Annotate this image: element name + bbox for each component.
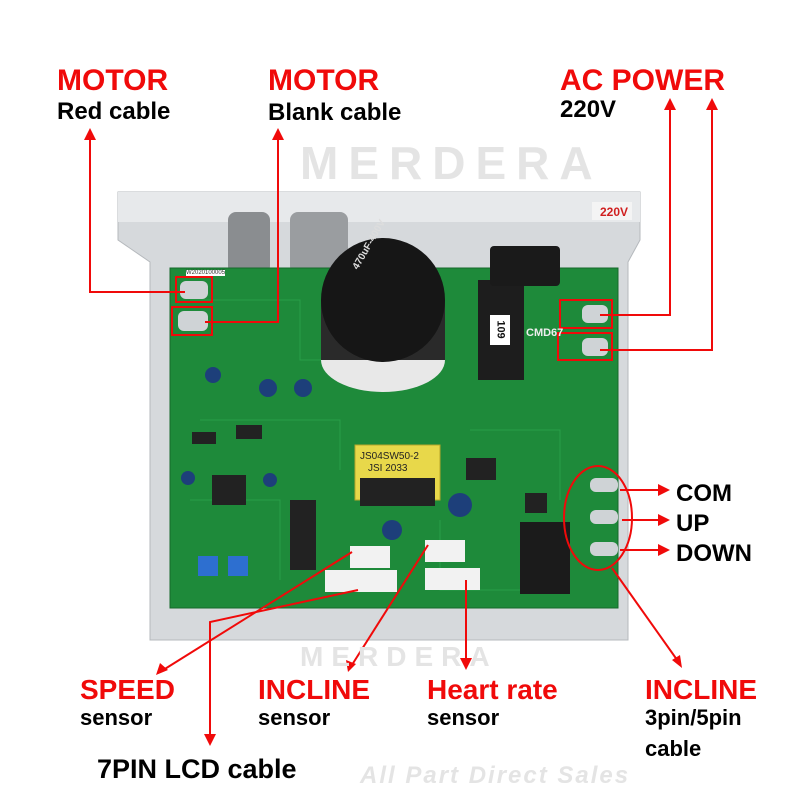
ac-leader-1 [600, 102, 671, 316]
heart-rate-title: Heart rate [427, 674, 558, 705]
incline-terminals-circle [563, 465, 633, 571]
watermark-tagline: All Part Direct Sales [360, 762, 631, 789]
annotation-lines [89, 102, 713, 742]
motor-blank-leader [205, 132, 279, 323]
motor-blank-title: MOTOR [268, 64, 380, 97]
lcd-leader [209, 589, 359, 742]
motor-red-terminal-box [175, 276, 213, 303]
lcd-connector [325, 570, 397, 592]
ac-leader-2 [600, 102, 713, 351]
incline-cable-sub: 3pin/5pin [645, 705, 742, 730]
heart-rate-sub: sensor [427, 705, 500, 730]
trimmer [198, 556, 218, 576]
incline-sensor-leader [349, 544, 429, 669]
motor-lead [290, 212, 348, 274]
heart-rate-connector [425, 568, 480, 590]
incline-sensor-title: INCLINE [258, 674, 370, 705]
incline-cable-title: INCLINE [645, 674, 757, 705]
incline-sensor-connector [425, 540, 465, 562]
motor-blank-sub: Blank cable [268, 99, 402, 126]
watermark-brand-top: MERDERA [300, 137, 603, 189]
ac-power-sub: 220V [560, 96, 617, 123]
speed-sub: sensor [80, 705, 153, 730]
incline-relay [520, 522, 570, 594]
part-code: CMD67 [526, 327, 564, 339]
main-capacitor [321, 238, 445, 362]
motor-red-sub: Red cable [57, 98, 171, 125]
watermark-brand-bottom: MERDERA [300, 641, 498, 672]
ac-acl-box [557, 332, 613, 361]
incline-cable-leader [611, 567, 681, 665]
serial-sticker: W2020100005 [186, 270, 226, 276]
transformer-model: JS04SW50-2 [360, 451, 419, 462]
speed-connector [350, 546, 390, 568]
motor-lead [228, 212, 270, 274]
chassis-voltage-sticker: 220V [600, 205, 629, 219]
ac-power-title: AC POWER [560, 64, 725, 97]
lcd-cable-label: 7PIN LCD cable [97, 754, 297, 784]
incline-sensor-sub: sensor [258, 705, 331, 730]
pin-down-label: DOWN [676, 540, 752, 567]
arrowheads [84, 98, 718, 746]
transformer-code: JSI 2033 [368, 463, 408, 474]
motor-red-title: MOTOR [57, 64, 169, 97]
chassis-top-lip [118, 192, 640, 222]
incline-cable-sub2: cable [645, 736, 702, 761]
pin-up-label: UP [676, 510, 710, 537]
relay-label: 109 [494, 320, 507, 339]
speed-title: SPEED [80, 674, 175, 705]
pin-com-label: COM [676, 480, 732, 507]
heatsink-transistor [490, 246, 560, 286]
motor-red-leader [89, 132, 185, 293]
